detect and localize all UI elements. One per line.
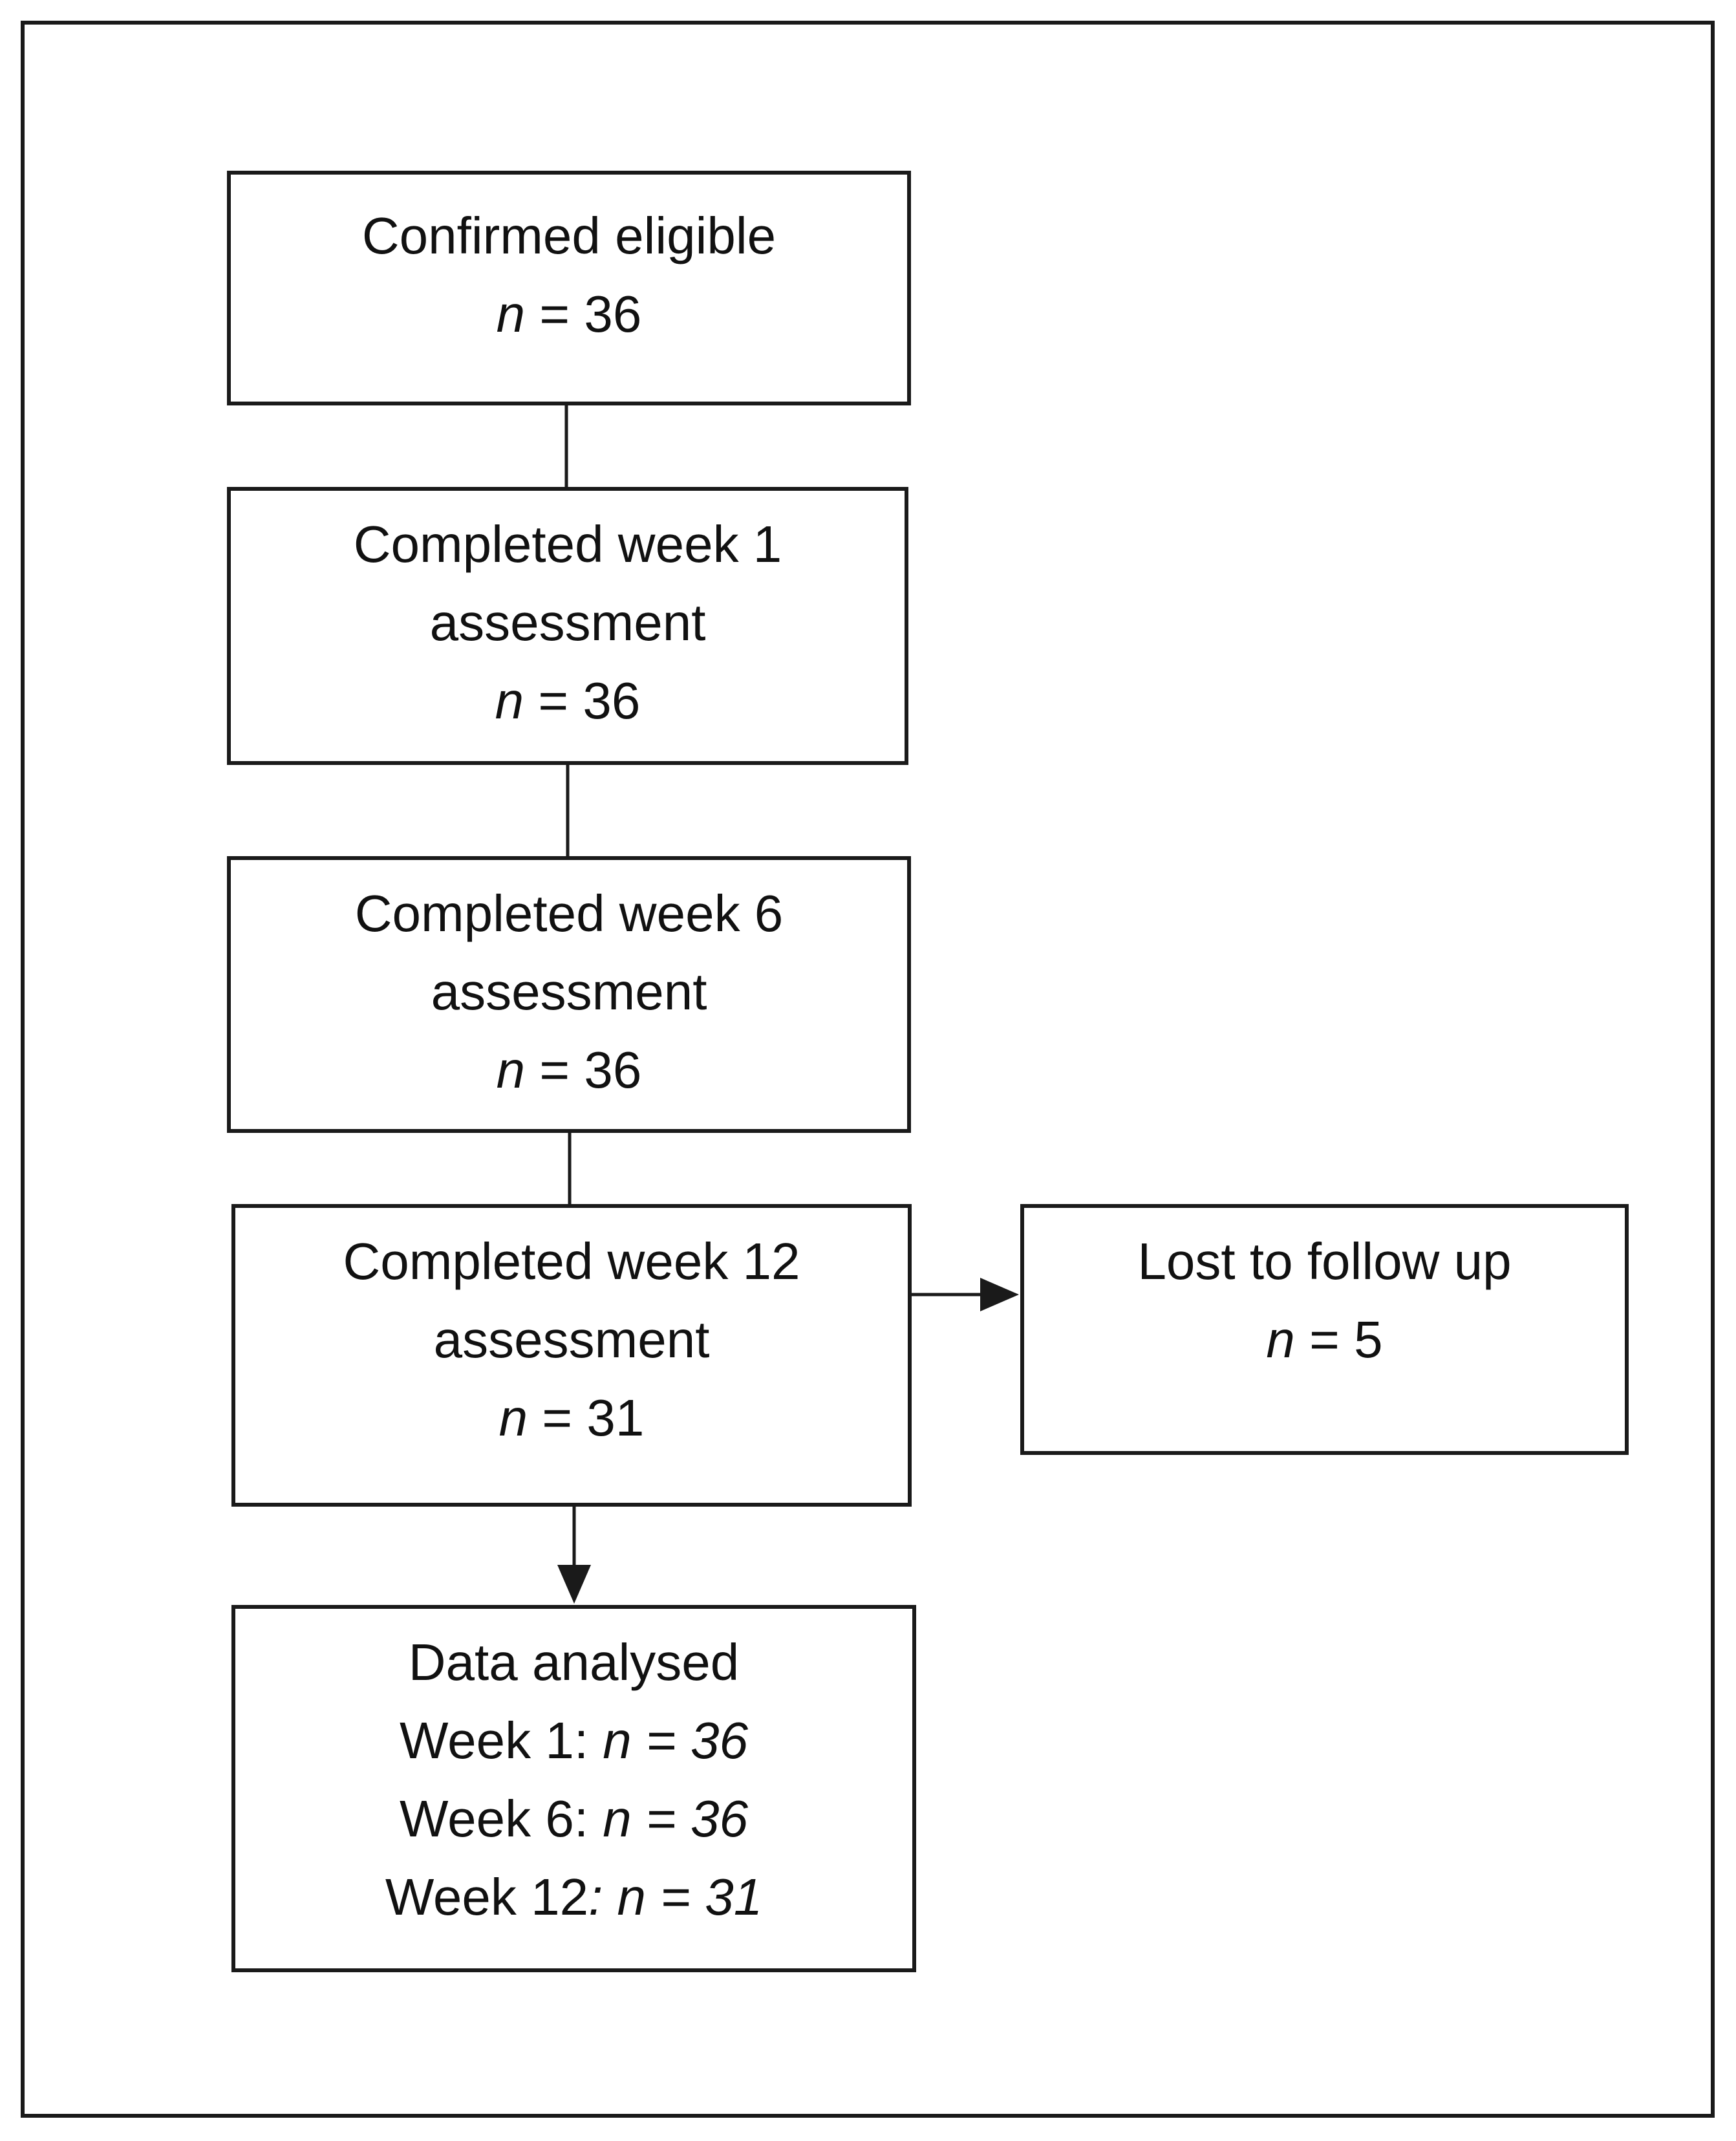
box-week1-title-line1: Completed week 1 bbox=[353, 515, 782, 573]
n-value: = 31 bbox=[542, 1389, 645, 1447]
box-lost-to-follow-up: Lost to follow up n = 5 bbox=[1020, 1204, 1629, 1455]
n-value: = 36 bbox=[539, 1041, 642, 1099]
figure-frame bbox=[21, 21, 1715, 2118]
box-week1-title-line2: assessment bbox=[429, 594, 706, 651]
box-data-analysed-title: Data analysed bbox=[408, 1633, 740, 1691]
n-label: n bbox=[1266, 1311, 1295, 1368]
n-label: n bbox=[496, 285, 526, 343]
box-week6: Completed week 6 assessment n = 36 bbox=[227, 856, 911, 1133]
box-confirmed-eligible-title: Confirmed eligible bbox=[361, 207, 777, 264]
row-label: Week 6: bbox=[400, 1790, 589, 1847]
row-value: n = 36 bbox=[603, 1790, 748, 1847]
n-label: n bbox=[498, 1389, 528, 1447]
box-lost-title: Lost to follow up bbox=[1137, 1232, 1512, 1290]
box-week12-title-line2: assessment bbox=[433, 1311, 710, 1368]
data-analysed-row-week6: Week 6: n = 36 bbox=[400, 1780, 748, 1858]
data-analysed-row-week12: Week 12: n = 31 bbox=[385, 1858, 762, 1936]
n-label: n bbox=[495, 672, 524, 729]
box-week6-title-line1: Completed week 6 bbox=[354, 885, 784, 942]
n-value: = 5 bbox=[1309, 1311, 1383, 1368]
box-week6-title-line2: assessment bbox=[431, 963, 707, 1020]
box-week1: Completed week 1 assessment n = 36 bbox=[227, 487, 908, 765]
box-week6-count: n = 36 bbox=[497, 1031, 642, 1109]
n-value: = 36 bbox=[539, 285, 642, 343]
box-lost-count: n = 5 bbox=[1266, 1300, 1382, 1379]
box-week1-count: n = 36 bbox=[495, 662, 641, 740]
row-value: : n = 31 bbox=[588, 1868, 763, 1926]
n-value: = 36 bbox=[538, 672, 641, 729]
row-value: n = 36 bbox=[603, 1712, 748, 1769]
n-label: n bbox=[496, 1041, 526, 1099]
box-confirmed-eligible-count: n = 36 bbox=[497, 275, 642, 353]
data-analysed-row-week1: Week 1: n = 36 bbox=[400, 1701, 748, 1780]
box-confirmed-eligible: Confirmed eligible n = 36 bbox=[227, 171, 911, 405]
box-week12-count: n = 31 bbox=[499, 1379, 645, 1457]
box-week12: Completed week 12 assessment n = 31 bbox=[231, 1204, 912, 1507]
row-label: Week 12 bbox=[385, 1868, 589, 1926]
box-data-analysed: Data analysed Week 1: n = 36 Week 6: n =… bbox=[231, 1605, 916, 1972]
row-label: Week 1: bbox=[400, 1712, 589, 1769]
box-week12-title-line1: Completed week 12 bbox=[343, 1232, 800, 1290]
